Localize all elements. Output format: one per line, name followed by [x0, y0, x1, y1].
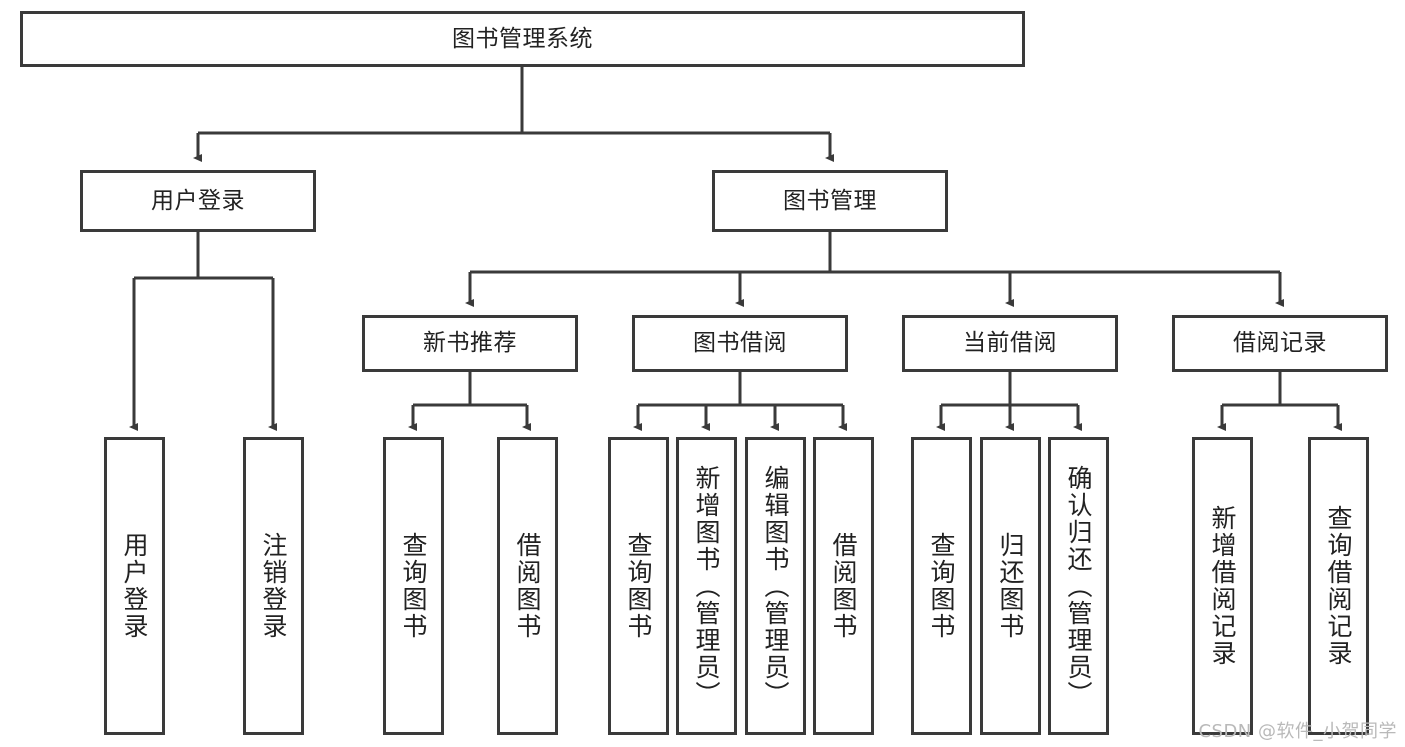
node-root[interactable]: 图书管理系统 [20, 11, 1025, 67]
leaf-query-book-1-label: 查询图书 [399, 532, 428, 640]
leaf-add-record-label: 新增借阅记录 [1208, 505, 1237, 667]
node-new-book-recommend[interactable]: 新书推荐 [362, 315, 578, 372]
leaf-query-book-3-label: 查询图书 [927, 532, 956, 640]
node-current-borrow-label: 当前借阅 [963, 330, 1057, 357]
leaf-query-record[interactable]: 查询借阅记录 [1308, 437, 1369, 735]
node-book-borrow[interactable]: 图书借阅 [632, 315, 848, 372]
leaf-add-book-label: 新增图书（管理员） [692, 464, 721, 708]
leaf-edit-book-label: 编辑图书（管理员） [761, 464, 790, 708]
leaf-return-book[interactable]: 归还图书 [980, 437, 1041, 735]
leaf-query-book-3[interactable]: 查询图书 [911, 437, 972, 735]
leaf-query-book-2-label: 查询图书 [624, 532, 653, 640]
leaf-edit-book[interactable]: 编辑图书（管理员） [745, 437, 806, 735]
leaf-user-login[interactable]: 用户登录 [104, 437, 165, 735]
leaf-query-book-1[interactable]: 查询图书 [383, 437, 444, 735]
leaf-borrow-book-2[interactable]: 借阅图书 [813, 437, 874, 735]
node-user-login-label: 用户登录 [151, 187, 245, 214]
leaf-return-book-label: 归还图书 [996, 532, 1025, 640]
leaf-confirm-return[interactable]: 确认归还（管理员） [1048, 437, 1109, 735]
node-borrow-record-label: 借阅记录 [1233, 330, 1327, 357]
leaf-borrow-book-1-label: 借阅图书 [513, 532, 542, 640]
leaf-query-book-2[interactable]: 查询图书 [608, 437, 669, 735]
node-new-book-recommend-label: 新书推荐 [423, 330, 517, 357]
watermark-text: CSDN @软件_小贺同学 [1198, 721, 1397, 742]
node-book-borrow-label: 图书借阅 [693, 330, 787, 357]
leaf-user-login-label: 用户登录 [120, 532, 149, 640]
leaf-confirm-return-label: 确认归还（管理员） [1064, 464, 1093, 708]
leaf-query-record-label: 查询借阅记录 [1324, 505, 1353, 667]
leaf-borrow-book-1[interactable]: 借阅图书 [497, 437, 558, 735]
node-current-borrow[interactable]: 当前借阅 [902, 315, 1118, 372]
node-borrow-record[interactable]: 借阅记录 [1172, 315, 1388, 372]
leaf-add-book[interactable]: 新增图书（管理员） [676, 437, 737, 735]
node-book-manage[interactable]: 图书管理 [712, 170, 948, 232]
node-root-label: 图书管理系统 [452, 25, 593, 52]
node-user-login[interactable]: 用户登录 [80, 170, 316, 232]
leaf-borrow-book-2-label: 借阅图书 [829, 532, 858, 640]
leaf-logout[interactable]: 注销登录 [243, 437, 304, 735]
leaf-add-record[interactable]: 新增借阅记录 [1192, 437, 1253, 735]
leaf-logout-label: 注销登录 [259, 532, 288, 640]
node-book-manage-label: 图书管理 [783, 187, 877, 214]
